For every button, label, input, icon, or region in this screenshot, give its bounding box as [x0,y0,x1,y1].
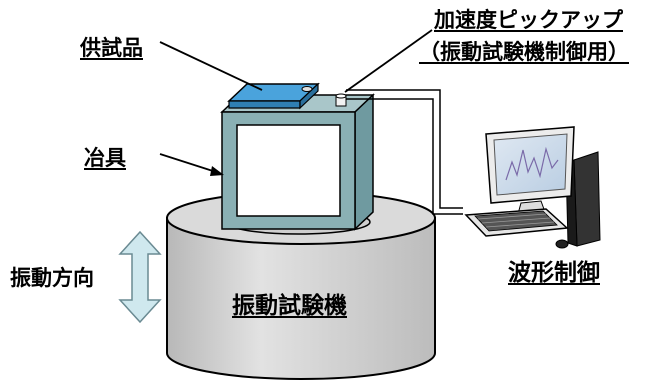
double-arrow-vertical-icon [118,230,162,324]
jig-box [220,93,375,231]
specimen-label: 供試品 [80,36,143,60]
accelerometer-sublabel: （振動試験機制御用） [419,40,629,64]
signal-cable-inner [346,98,463,215]
specimen-block [227,82,320,110]
waveform-control-label: 波形制御 [508,260,600,286]
accelerometer-leader-line [344,29,433,93]
desktop-computer-icon [464,126,601,249]
jig-leader-arrow [159,153,224,176]
signal-cable [346,89,463,209]
accelerometer-pickup [335,93,347,107]
specimen-leader-line [159,41,263,91]
jig-label: 冶具 [84,146,126,170]
accelerometer-label: 加速度ピックアップ [434,8,623,32]
vibration-direction-label: 振動方向 [10,266,94,290]
shaker-label: 振動試験機 [232,293,347,319]
